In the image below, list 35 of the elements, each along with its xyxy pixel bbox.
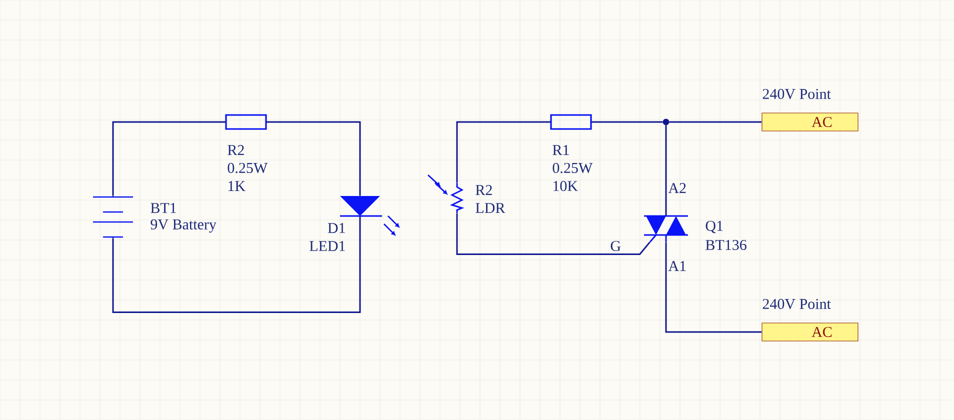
component-label: 0.25W — [228, 162, 268, 174]
battery-symbol — [93, 195, 133, 239]
wire — [669, 121, 762, 123]
wire — [112, 121, 226, 196]
resistor-symbol — [550, 114, 592, 130]
component-label: R1 — [552, 145, 569, 155]
component-label: BT136 — [706, 240, 746, 250]
component-label: 10K — [554, 180, 578, 192]
component-label: D1 — [328, 223, 345, 233]
port-box: AC — [762, 112, 858, 132]
component-label: LED1 — [310, 241, 345, 251]
component-label: R2 — [228, 145, 244, 155]
pin-label: A2 — [668, 183, 686, 193]
wire — [665, 125, 667, 216]
pin-label: A1 — [668, 261, 686, 271]
triac-symbol — [643, 215, 689, 243]
component-label: LDR — [476, 203, 506, 213]
wire — [456, 121, 551, 183]
resistor-symbol — [225, 114, 267, 130]
wire — [665, 242, 762, 333]
component-label: R2 — [476, 185, 492, 195]
port-label: 240V Point — [762, 298, 831, 310]
ldr-symbol — [428, 174, 464, 213]
component-label: 9V Battery — [150, 219, 216, 233]
wire — [591, 121, 663, 123]
component-label: Q1 — [706, 220, 723, 234]
component-label: BT1 — [150, 203, 176, 213]
pin-label: G — [610, 240, 621, 252]
port-label: 240V Point — [762, 88, 831, 100]
wire — [266, 121, 361, 196]
component-label: 1K — [228, 181, 246, 191]
port-box: AC — [762, 322, 858, 342]
wire — [112, 216, 361, 313]
component-label: 0.25W — [552, 162, 593, 174]
wire — [456, 213, 650, 255]
